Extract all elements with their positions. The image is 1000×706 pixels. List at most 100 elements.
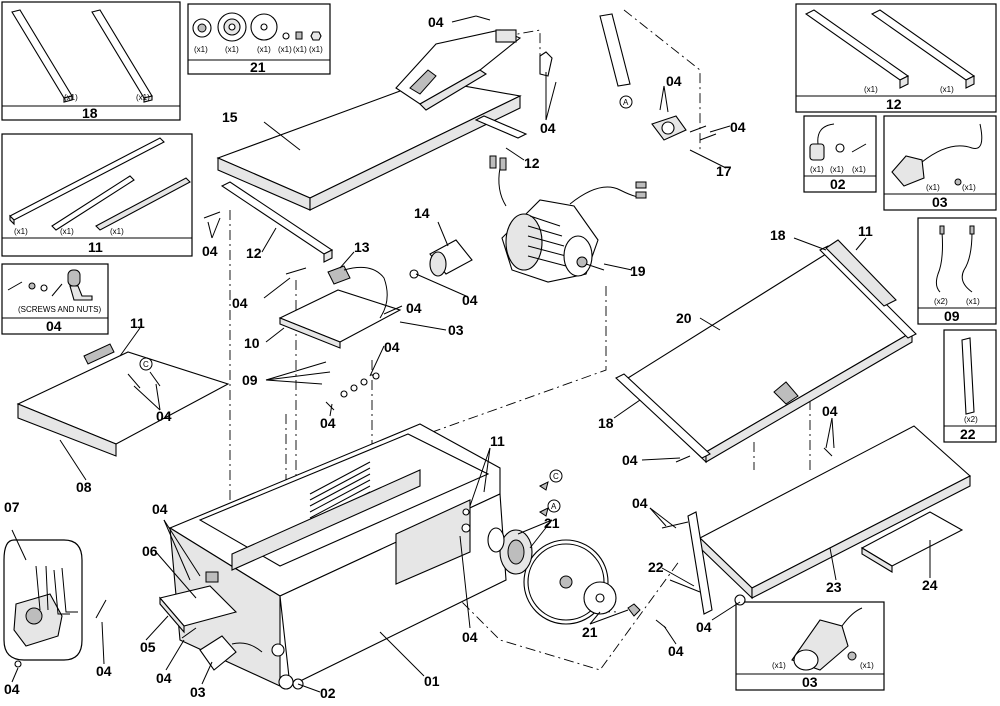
leader-lines: [11, 15, 931, 693]
kit-11-qty: (x1): [60, 227, 74, 236]
part-05-handle: [158, 585, 238, 634]
part-03-plug: [199, 635, 263, 671]
callout-04: 04: [668, 643, 684, 659]
kit-11-number: 11: [88, 239, 103, 255]
callout-11: 11: [490, 433, 505, 449]
callout-12: 12: [524, 155, 540, 171]
callout-20: 20: [676, 310, 692, 326]
callout-04: 04: [428, 14, 444, 30]
kit-03-top-qty: (x1): [962, 183, 976, 192]
kit-box-04: (SCREWS AND NUTS) 04: [1, 263, 109, 335]
kit-02-qty: (x1): [830, 165, 844, 174]
callout-04: 04: [462, 292, 478, 308]
kit-09-qty: (x1): [966, 297, 980, 306]
callout-10: 10: [244, 335, 260, 351]
kit-21-qty: (x1): [309, 45, 323, 54]
kit-box-02: (x1) (x1) (x1) 02: [803, 115, 877, 193]
kit-03-bottom-qty: (x1): [860, 661, 874, 670]
part-21-blade-pulleys: [461, 508, 641, 625]
part-12-rail: [220, 115, 528, 263]
kit-21-number: 21: [250, 59, 266, 75]
part-23-extension-table: [699, 425, 971, 600]
callout-06: 06: [142, 543, 158, 559]
part-11-scale-strip: [825, 239, 897, 307]
part-18-table-rail: [615, 245, 917, 459]
callout-04: 04: [156, 670, 172, 686]
callout-11: 11: [858, 223, 873, 239]
callout-04: 04: [156, 408, 172, 424]
kit-18-qty: (x1): [64, 93, 78, 102]
part-15-cover-plate: [216, 79, 522, 211]
kit-22-qty: (x2): [964, 415, 978, 424]
kit-box-18: (x1) (x1) 18: [1, 1, 181, 121]
kit-03-top-qty: (x1): [926, 183, 940, 192]
callout-03: 03: [448, 322, 464, 338]
callout-14: 14: [414, 205, 430, 221]
kit-12-qty: (x1): [864, 85, 878, 94]
callout-21: 21: [582, 624, 598, 640]
kit-18-number: 18: [82, 105, 98, 121]
kit-03-bottom-number: 03: [802, 674, 818, 690]
callout-04: 04: [632, 495, 648, 511]
kit-box-09: (x2) (x1) 09: [917, 217, 997, 325]
kit-21-qty: (x1): [293, 45, 307, 54]
callout-21: 21: [544, 515, 560, 531]
kit-04-caption: (SCREWS AND NUTS): [18, 305, 101, 314]
kit-11-qty: (x1): [14, 227, 28, 236]
part-08-side-guide: [16, 343, 230, 457]
ref-a-label: A: [623, 98, 629, 107]
kit-02-qty: (x1): [810, 165, 824, 174]
callout-04: 04: [696, 619, 712, 635]
kit-11-qty: (x1): [110, 227, 124, 236]
kit-09-qty: (x2): [934, 297, 948, 306]
callout-04: 04: [4, 681, 20, 697]
callout-04: 04: [622, 452, 638, 468]
callout-09: 09: [242, 372, 258, 388]
callout-04: 04: [666, 73, 682, 89]
reference-markers: A C C A: [139, 95, 633, 517]
callout-15: 15: [222, 109, 238, 125]
callout-04: 04: [232, 295, 248, 311]
kit-18-qty: (x1): [136, 93, 150, 102]
kit-09-number: 09: [944, 308, 960, 324]
kit-03-top-number: 03: [932, 194, 948, 210]
callout-01: 01: [424, 673, 440, 689]
callout-23: 23: [826, 579, 842, 595]
callout-17: 17: [716, 163, 732, 179]
kit-box-03-bottom: (x1) (x1) 03: [735, 601, 885, 691]
kit-box-07: [3, 529, 83, 661]
kit-box-22: (x2) 22: [943, 329, 997, 443]
callout-03: 03: [190, 684, 206, 700]
callouts: 04 04 04 04 12 15 04 12 04 13 14 19 04 1…: [4, 14, 938, 701]
callout-22: 22: [648, 559, 664, 575]
callout-04: 04: [462, 629, 478, 645]
kit-03-bottom-qty: (x1): [772, 661, 786, 670]
callout-05: 05: [140, 639, 156, 655]
part-17-blade-guard: [395, 13, 687, 141]
kit-02-qty: (x1): [852, 165, 866, 174]
callout-02: 02: [320, 685, 336, 701]
callout-04: 04: [406, 300, 422, 316]
callout-04: 04: [152, 501, 168, 517]
kit-12-qty: (x1): [940, 85, 954, 94]
callout-04: 04: [96, 663, 112, 679]
part-22-leg: [669, 511, 713, 615]
part-24-support: [860, 511, 964, 573]
callout-04: 04: [384, 339, 400, 355]
kit-21-qty: (x1): [257, 45, 271, 54]
callout-13: 13: [354, 239, 370, 255]
part-14-capacitor: [409, 239, 473, 279]
callout-04: 04: [822, 403, 838, 419]
callout-08: 08: [76, 479, 92, 495]
callout-04: 04: [730, 119, 746, 135]
part-10-switch-plate: [278, 265, 402, 349]
callout-11: 11: [130, 315, 145, 331]
ref-a-label: A: [551, 502, 557, 511]
kit-21-qty: (x1): [194, 45, 208, 54]
callout-04: 04: [540, 120, 556, 136]
kit-22-number: 22: [960, 426, 976, 442]
kit-box-21: (x1) (x1) (x1) (x1) (x1) (x1) 21: [187, 3, 331, 75]
kit-21-qty: (x1): [225, 45, 239, 54]
